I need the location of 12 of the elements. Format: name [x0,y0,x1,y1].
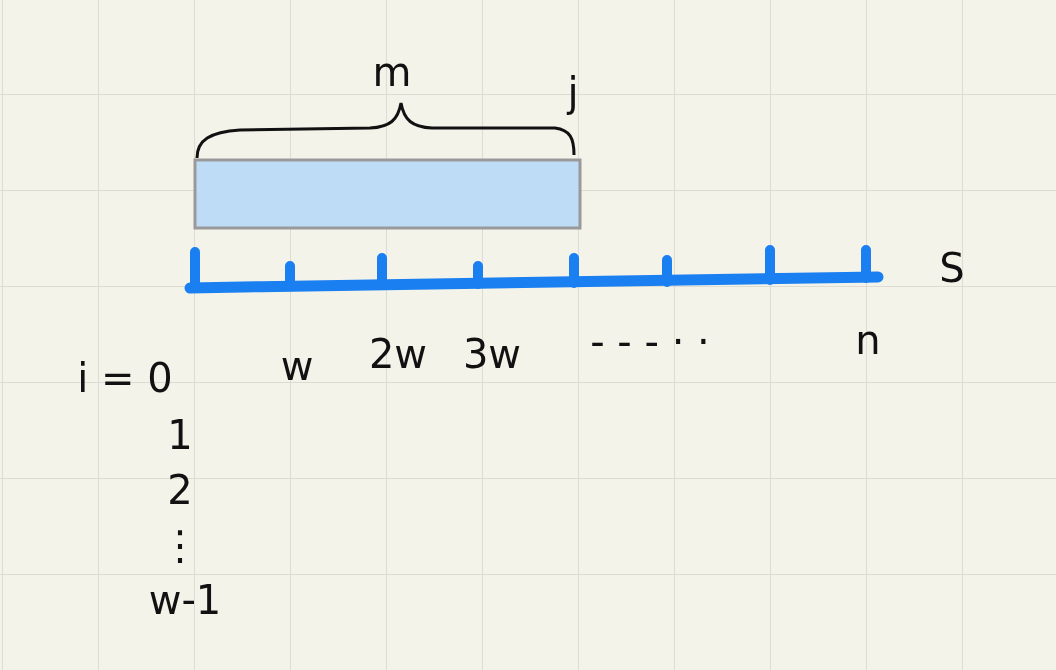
tick-label: 2w [368,334,428,374]
offset-label: w-1 [148,580,222,620]
ellipsis: - - - · · [590,322,710,362]
string-label: S [939,248,965,288]
tick-label: n [855,320,881,360]
tick-label: w [280,346,314,386]
offset-label: 1 [167,415,193,455]
variable-label: m [372,52,412,92]
offset-label: 2 [167,470,193,510]
ellipsis: ⋮ [160,525,200,565]
tick-label: 3w [462,334,522,374]
index-label: i = 0 [77,358,173,398]
